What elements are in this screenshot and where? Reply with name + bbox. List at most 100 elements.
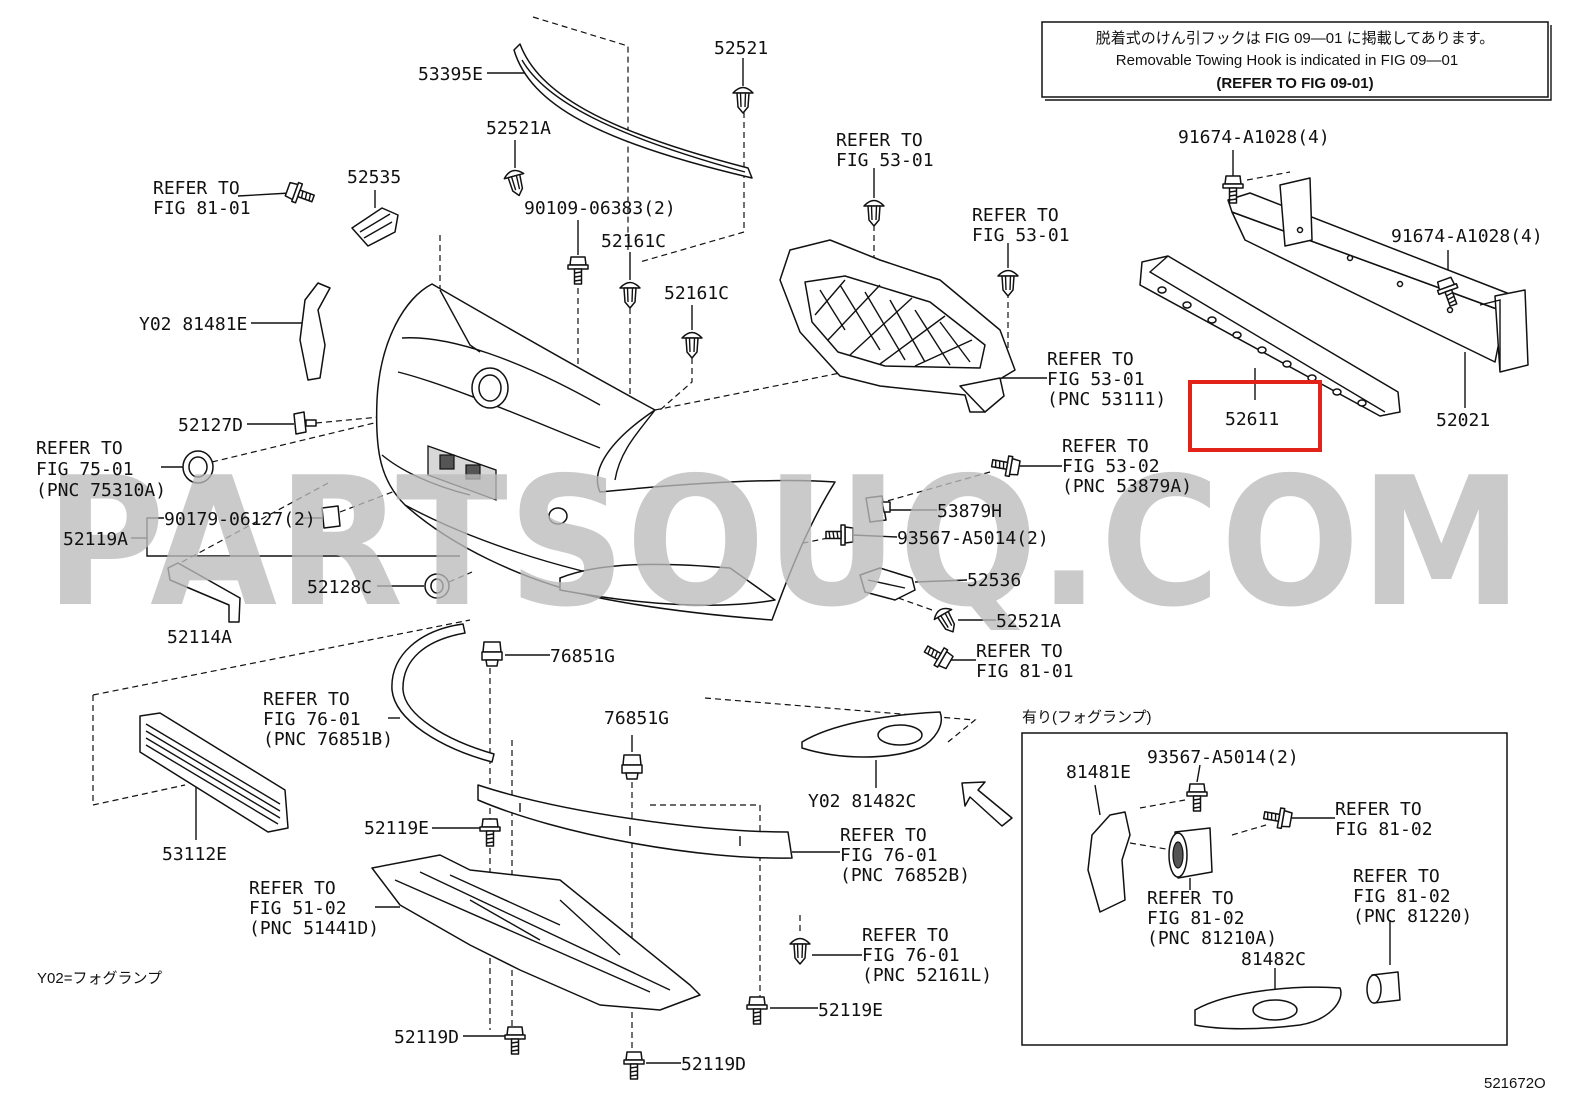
reference-pnc-76851b: REFER TO FIG 76-01 (PNC 76851B) bbox=[263, 689, 393, 750]
callout-52536: 52536 bbox=[967, 570, 1021, 591]
callout-52021: 52021 bbox=[1436, 410, 1490, 431]
legend-y02: Y02=フォグランプ bbox=[37, 970, 162, 987]
reference-line: FIG 81-02 bbox=[1353, 886, 1451, 907]
reference-pnc-81210a: REFER TO FIG 81-02 (PNC 81210A) bbox=[1147, 888, 1277, 949]
reference-fig-81-01-bottom: REFER TO FIG 81-01 bbox=[976, 641, 1074, 682]
reference-line: REFER TO bbox=[972, 205, 1059, 226]
bolt-fig-53-02 bbox=[989, 452, 1022, 479]
front-grille-53111 bbox=[779, 239, 1016, 413]
lower-strip-76852b bbox=[477, 784, 793, 859]
callout-52127d: 52127D bbox=[178, 415, 243, 436]
callout-52161c-b: 52161C bbox=[664, 283, 729, 304]
clip-53879h bbox=[865, 495, 891, 523]
reference-line: (PNC 81220) bbox=[1353, 906, 1472, 927]
bolt-52119d-a bbox=[504, 1026, 526, 1055]
reference-line: FIG 76-01 bbox=[840, 845, 938, 866]
reference-line: FIG 53-01 bbox=[1047, 369, 1145, 390]
inset-fog-bezel-81482c bbox=[1194, 986, 1342, 1030]
direction-arrow bbox=[961, 781, 1013, 827]
reference-fig-81-01-top: REFER TO FIG 81-01 bbox=[153, 178, 251, 219]
note-japanese: 脱着式のけん引フックは FIG 09—01 に掲載してあります。 bbox=[1096, 30, 1494, 47]
callout-y02-81481e: Y02 81481E bbox=[139, 314, 247, 335]
reference-line: REFER TO bbox=[1335, 799, 1422, 820]
reference-line: REFER TO bbox=[862, 925, 949, 946]
callout-53879h: 53879H bbox=[937, 501, 1002, 522]
clip-90179-06127 bbox=[321, 505, 341, 529]
clip-fig-53-01-a bbox=[863, 199, 885, 227]
callout-76851g-b: 76851G bbox=[604, 708, 669, 729]
reference-line: REFER TO bbox=[836, 130, 923, 151]
reference-fig-53-01-a: REFER TO FIG 53-01 bbox=[836, 130, 934, 171]
reference-pnc-51441d: REFER TO FIG 51-02 (PNC 51441D) bbox=[249, 878, 379, 939]
callout-52128c: 52128C bbox=[307, 577, 372, 598]
callout-52535: 52535 bbox=[347, 167, 401, 188]
inset-bracket-81481e bbox=[1087, 811, 1131, 913]
clip-52521a-bottom bbox=[930, 604, 963, 638]
reference-line: FIG 81-02 bbox=[1335, 819, 1433, 840]
reference-line: (PNC 53111) bbox=[1047, 389, 1166, 410]
reference-line: REFER TO bbox=[1147, 888, 1234, 909]
nut-76851g-a bbox=[481, 641, 503, 667]
reference-pnc-53111: REFER TO FIG 53-01 (PNC 53111) bbox=[1047, 349, 1166, 410]
reference-line: (PNC 52161L) bbox=[862, 965, 992, 986]
reference-line: (PNC 51441D) bbox=[249, 918, 379, 939]
callout-91674-a1028-a: 91674-A1028(4) bbox=[1178, 127, 1330, 148]
reference-line: FIG 76-01 bbox=[862, 945, 960, 966]
clip-52161c-b bbox=[681, 331, 703, 359]
callout-inset-81481e: 81481E bbox=[1066, 762, 1131, 783]
bracket-52536 bbox=[859, 567, 916, 601]
callout-52611: 52611 bbox=[1225, 409, 1279, 430]
clip-52161l bbox=[789, 937, 811, 965]
callout-76851g-a: 76851G bbox=[550, 646, 615, 667]
clip-52127d bbox=[293, 411, 317, 435]
clip-52521 bbox=[732, 86, 754, 114]
highlight-box-52611 bbox=[1188, 380, 1322, 452]
callout-52521: 52521 bbox=[714, 38, 768, 59]
bumper-cover-52119a bbox=[375, 283, 836, 621]
towing-hook-note-box: 脱着式のけん引フックは FIG 09—01 に掲載してあります。 Removab… bbox=[1041, 21, 1552, 101]
fog-bulb-81220 bbox=[1366, 971, 1401, 1004]
note-english: Removable Towing Hook is indicated in FI… bbox=[1116, 52, 1458, 69]
callout-93567-a5014: 93567-A5014(2) bbox=[897, 528, 1049, 549]
reference-line: REFER TO bbox=[1047, 349, 1134, 370]
bracket-y02-81481e bbox=[299, 282, 331, 381]
callout-90109-06383: 90109-06383(2) bbox=[524, 198, 676, 219]
fog-lamp-inset bbox=[1021, 732, 1508, 1046]
reference-pnc-76852b: REFER TO FIG 76-01 (PNC 76852B) bbox=[840, 825, 970, 886]
reference-line: FIG 51-02 bbox=[249, 898, 347, 919]
reference-line: REFER TO bbox=[36, 438, 123, 459]
callout-52119e-a: 52119E bbox=[364, 818, 429, 839]
callout-y02-81482c: Y02 81482C bbox=[808, 791, 916, 812]
reference-fig-81-02-bolt: REFER TO FIG 81-02 bbox=[1335, 799, 1433, 840]
reference-line: REFER TO bbox=[1062, 436, 1149, 457]
lower-grille-53112e bbox=[139, 712, 289, 833]
callout-52119a: 52119A bbox=[63, 529, 128, 550]
callout-inset-93567-a5014: 93567-A5014(2) bbox=[1147, 747, 1299, 768]
reference-line: (PNC 81210A) bbox=[1147, 928, 1277, 949]
callout-52521a-bottom: 52521A bbox=[996, 611, 1061, 632]
reference-line: REFER TO bbox=[1353, 866, 1440, 887]
bolt-fig-81-01-bottom bbox=[920, 639, 956, 672]
reference-labels: REFER TO FIG 81-01 REFER TO FIG 53-01 RE… bbox=[36, 130, 1472, 986]
bolt-52119e-a bbox=[479, 818, 501, 847]
reference-line: FIG 53-01 bbox=[972, 225, 1070, 246]
bolt-90109-06383 bbox=[567, 256, 589, 285]
reference-pnc-75310a: REFER TO FIG 75-01 (PNC 75310A) bbox=[36, 438, 166, 501]
reference-line: FIG 75-01 bbox=[36, 459, 134, 480]
reference-line: (PNC 75310A) bbox=[36, 480, 166, 501]
under-cover-51441d bbox=[371, 854, 701, 1011]
reference-line: FIG 53-01 bbox=[836, 150, 934, 171]
bolt-52119d-b bbox=[623, 1051, 645, 1080]
absorber-52611 bbox=[1139, 255, 1401, 417]
reference-line: FIG 81-01 bbox=[153, 198, 251, 219]
bolt-52119e-b bbox=[746, 996, 768, 1025]
note-reference: (REFER TO FIG 09-01) bbox=[1216, 75, 1373, 92]
callout-52114a: 52114A bbox=[167, 627, 232, 648]
leader-lines bbox=[131, 58, 1466, 1064]
reference-line: (PNC 76852B) bbox=[840, 865, 970, 886]
cap-52128c bbox=[424, 573, 450, 599]
fog-lamp-81210a bbox=[1168, 827, 1213, 879]
inset-screw-93567-a5014 bbox=[1186, 783, 1208, 812]
reference-fig-53-01-b: REFER TO FIG 53-01 bbox=[972, 205, 1070, 246]
clip-52161c-a bbox=[619, 281, 641, 309]
